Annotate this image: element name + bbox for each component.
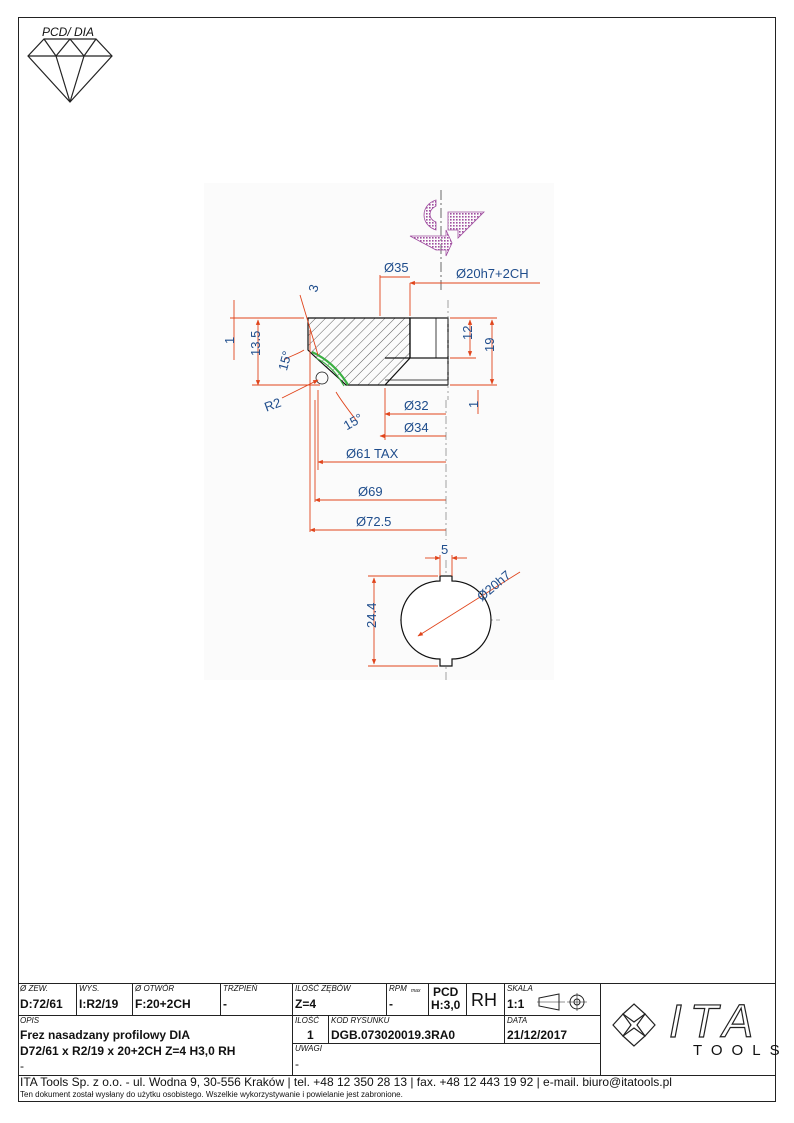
dim-d61-tax: Ø61 TAX [346, 446, 399, 461]
dim-24-4: 24.4 [364, 603, 379, 628]
bore-view [400, 560, 500, 680]
cell-teeth: ILOŚĆ ZĘBÓW Z=4 [292, 983, 386, 1015]
profile-line [311, 351, 349, 386]
footer-row [18, 1075, 776, 1102]
cell-description: OPIS Frez nasadzany profilowy DIA D72/61… [18, 1015, 292, 1075]
projection-symbol-icon [537, 993, 587, 1011]
company-logo: ITA TOOLS [600, 983, 780, 1075]
dim-d34: Ø34 [404, 420, 429, 435]
cell-shank: TRZPIEŃ - [220, 983, 292, 1015]
dimension-lines [230, 275, 540, 533]
technical-drawing: Ø35 Ø20h7+2CH 3 1 13.5 15° R2 12 19 1 Ø3… [204, 183, 554, 680]
cell-scale: SKALA 1:1 [504, 983, 600, 1015]
cell-date: DATA 21/12/2017 [504, 1015, 600, 1043]
cell-drawing-code: KOD RYSUNKU DGB.073020019.3RA0 [328, 1015, 504, 1043]
dim-5: 5 [441, 542, 448, 557]
dim-d20-chamfer: Ø20h7+2CH [456, 266, 529, 281]
copyright-notice: Ten dokument został wysłany do użytku os… [20, 1090, 403, 1099]
dim-15-deg-upper: 15° [275, 349, 295, 372]
dim-d72-5: Ø72.5 [356, 514, 391, 529]
dim-13-5: 13.5 [248, 331, 263, 356]
dim-d35: Ø35 [384, 260, 409, 275]
cell-bore: Ø OTWÓR F:20+2CH [132, 983, 220, 1015]
rotation-direction-icon [409, 190, 485, 290]
dim-19: 19 [482, 338, 497, 352]
cell-material: PCD H:3,0 [428, 983, 466, 1015]
pcd-dia-label: PCD/ DIA [42, 25, 95, 39]
dim-12: 12 [460, 326, 475, 340]
dim-r2: R2 [262, 395, 283, 415]
drawing-frame [18, 17, 776, 1102]
cell-height: WYS. I:R2/19 [76, 983, 132, 1015]
cell-rpm: RPM max - [386, 983, 428, 1015]
dim-1-right: 1 [466, 401, 481, 408]
cell-quantity: ILOŚĆ 1 [292, 1015, 328, 1043]
cell-outer-dia: Ø ZEW. D:72/61 [18, 983, 76, 1015]
dim-d69: Ø69 [358, 484, 383, 499]
title-block: Ø ZEW. D:72/61 WYS. I:R2/19 Ø OTWÓR F:20… [18, 983, 780, 1102]
dim-3: 3 [305, 283, 321, 294]
cell-rotation: RH [466, 983, 504, 1015]
cell-notes: UWAGI - [292, 1043, 600, 1075]
dim-1-left: 1 [222, 337, 237, 344]
diamond-icon [27, 38, 113, 103]
ita-logo-icon [612, 1003, 656, 1047]
dim-d32: Ø32 [404, 398, 429, 413]
company-contact: ITA Tools Sp. z o.o. - ul. Wodna 9, 30-5… [20, 1075, 672, 1089]
drawing-area [204, 183, 554, 680]
